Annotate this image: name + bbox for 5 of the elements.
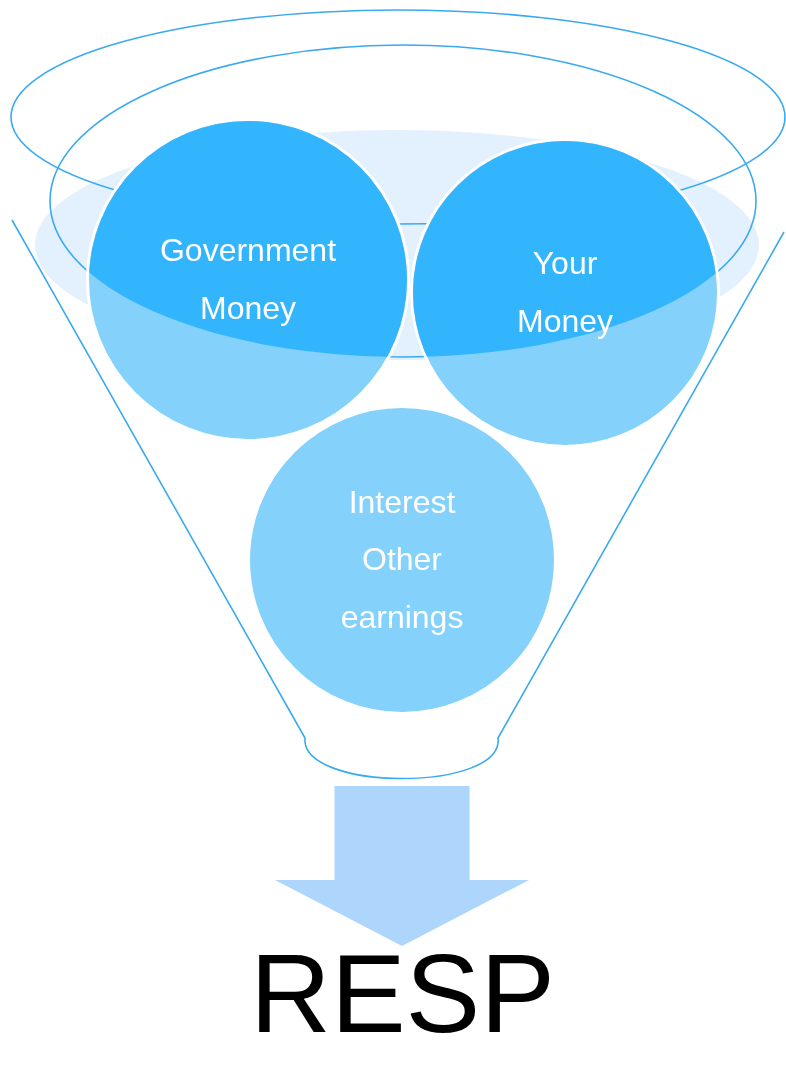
circle-node: Your Money	[410, 138, 720, 448]
circle-node: Interest Other earnings	[247, 405, 557, 715]
result-label: RESP	[250, 938, 555, 1080]
block-arrow	[275, 786, 529, 946]
circle-node: Government Money	[86, 118, 410, 442]
